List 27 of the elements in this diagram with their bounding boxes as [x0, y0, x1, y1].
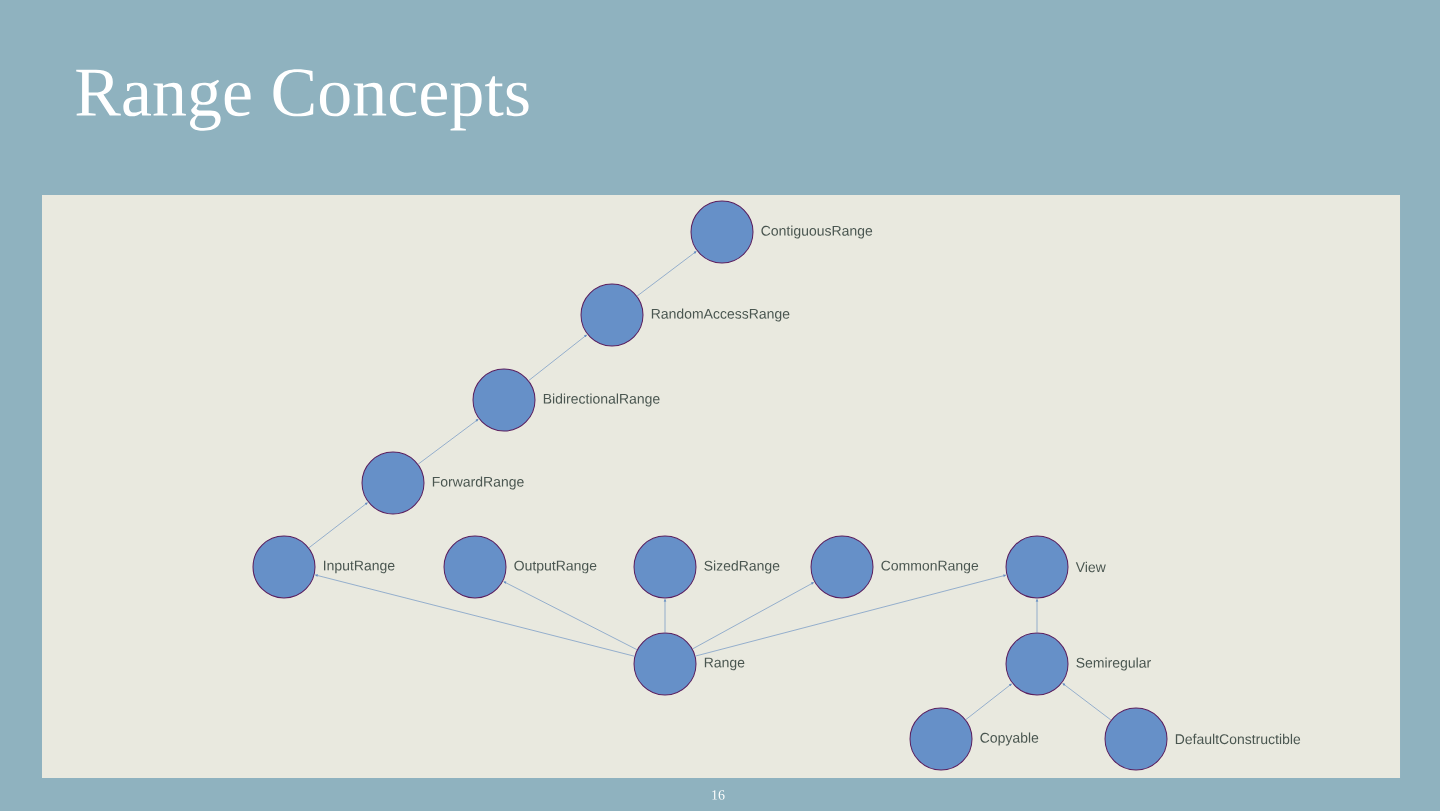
node-label: InputRange	[324, 560, 395, 574]
node-label: OutputRange	[514, 560, 597, 574]
arrow	[636, 251, 697, 297]
node-label: Copyable	[980, 732, 1039, 746]
arrow	[692, 582, 814, 650]
page-number: 16	[712, 790, 725, 800]
node-label: CommonRange	[881, 560, 979, 574]
node-label: Range	[704, 657, 745, 671]
title: Range Concepts	[76, 69, 529, 131]
node-label: Semiregular	[1076, 657, 1151, 671]
node-label: BidirectionalRange	[543, 393, 660, 407]
arrow	[308, 502, 368, 549]
arrow	[695, 574, 1006, 657]
arrow	[528, 334, 587, 381]
node-label: ForwardRange	[432, 476, 524, 490]
arrow	[503, 581, 638, 650]
node-label: SizedRange	[704, 560, 780, 574]
arrow	[417, 419, 479, 465]
node-label: RandomAccessRange	[651, 308, 790, 322]
arrow	[1035, 599, 1039, 633]
node-label: ContiguousRange	[761, 225, 873, 239]
arrow	[663, 599, 667, 633]
node-label: View	[1075, 561, 1106, 573]
arrow	[315, 574, 635, 657]
arrow	[1062, 683, 1112, 721]
arrow	[965, 683, 1012, 720]
node-label: DefaultConstructible	[1175, 733, 1301, 745]
